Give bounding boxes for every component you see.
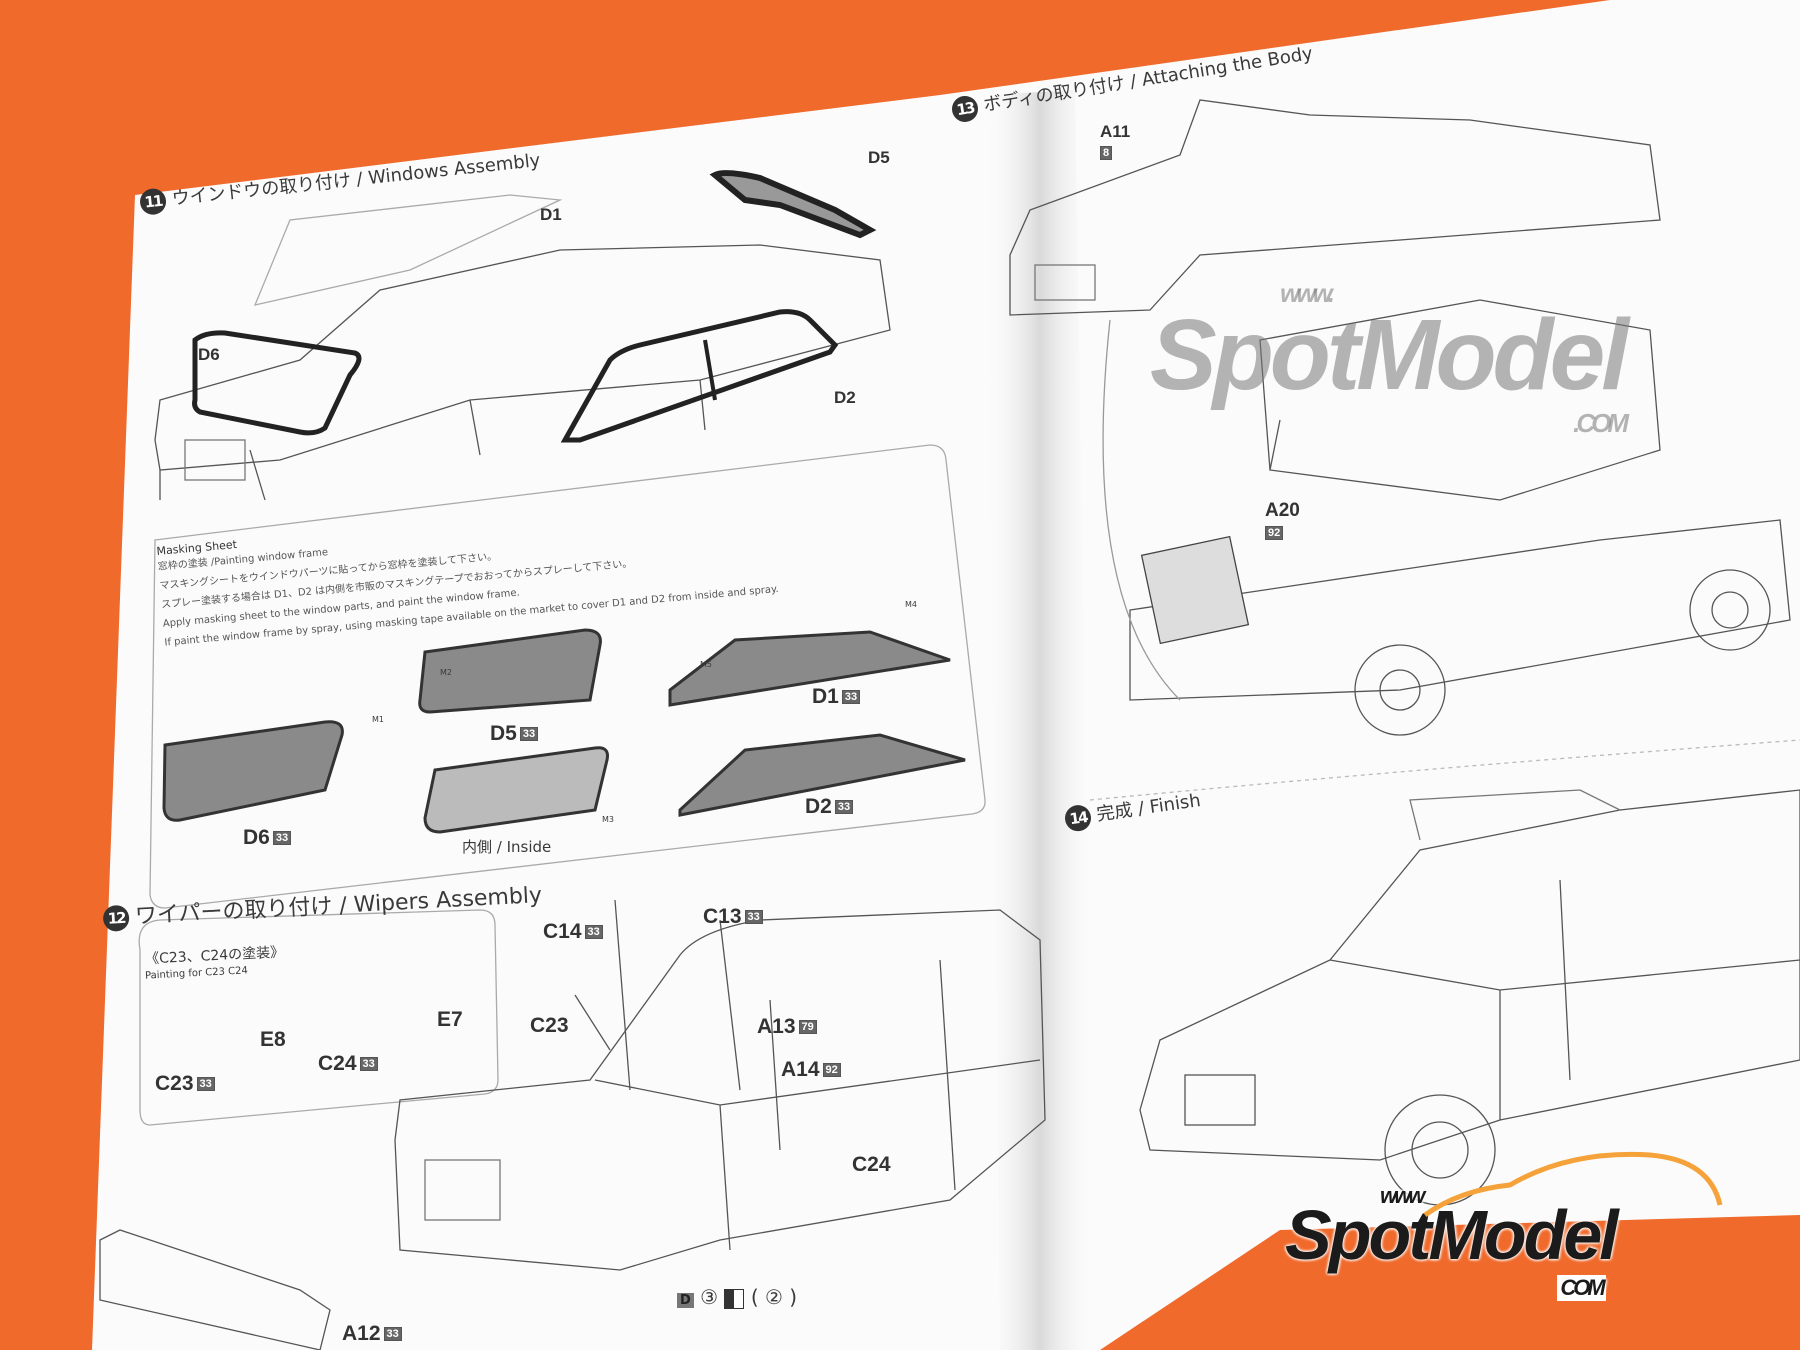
mark-m4: M4: [905, 600, 917, 609]
side-window-d2: [560, 309, 839, 443]
paint-e8: E8: [260, 1028, 286, 1051]
masking-sheet-box: [149, 444, 986, 909]
part-label-d6: D6: [198, 345, 220, 364]
windshield-d6: [192, 330, 362, 436]
mark-m2: M2: [440, 668, 452, 677]
spotmodel-logo: www SpotModel COM: [1285, 1183, 1619, 1301]
step-11-number: 11: [138, 187, 168, 216]
step-12-number: 12: [102, 904, 130, 932]
part-c23: C23: [530, 1014, 569, 1037]
mark-m1: M1: [372, 715, 384, 724]
booklet-paper: [92, 0, 1800, 1350]
mark-m3: M3: [602, 815, 614, 824]
step-14-number: 14: [1063, 803, 1093, 833]
step-13-number: 13: [950, 94, 980, 124]
rear-window-d5: [709, 170, 877, 239]
car-drawing-wipers: [99, 899, 1046, 1350]
spine-shadow: [985, 90, 1095, 1350]
part-label-d1: D1: [540, 205, 562, 224]
part-label-d2: D2: [834, 388, 856, 407]
inside-label: 内側 / Inside: [462, 838, 552, 856]
mark-m5: M5: [700, 660, 712, 669]
car-drawing-body: [1009, 99, 1791, 736]
logo-car-outline: [1423, 1151, 1723, 1218]
section-divider: [1089, 739, 1800, 801]
decal-callout: D ③ ( ② ): [677, 1285, 797, 1309]
watermark: www. SpotModel .COM: [1150, 278, 1629, 438]
bowtie-icon: [724, 1288, 745, 1309]
car-drawing-windows: [154, 170, 891, 501]
masking-templates: [162, 628, 966, 834]
paint-e7: E7: [437, 1008, 463, 1031]
part-c24: C24: [852, 1153, 891, 1176]
decal-sheet-icon: D: [677, 1293, 694, 1308]
part-label-d5: D5: [868, 148, 890, 167]
painting-box: [138, 909, 499, 1126]
